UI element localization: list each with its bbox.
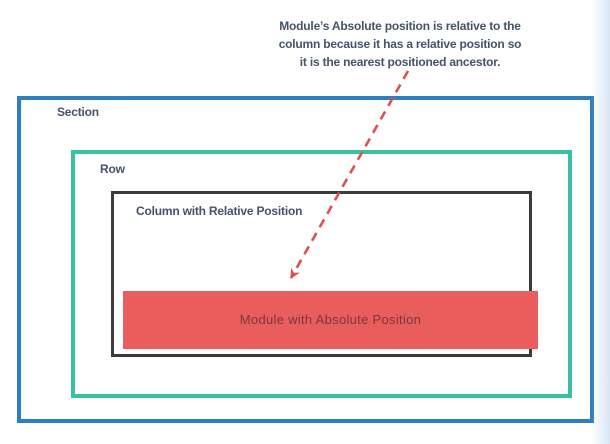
column-label: Column with Relative Position [136,204,303,218]
annotation-text: Module’s Absolute position is relative t… [278,19,522,69]
module-box: Module with Absolute Position [123,291,538,349]
section-box: Section Row Column with Relative Positio… [17,96,594,423]
column-box: Column with Relative Position Module wit… [111,191,538,357]
module-label: Module with Absolute Position [239,312,422,327]
row-label: Row [100,162,125,176]
row-box: Row Column with Relative Position Module… [71,150,572,398]
page-edge-gradient [592,0,610,444]
section-label: Section [57,105,99,119]
